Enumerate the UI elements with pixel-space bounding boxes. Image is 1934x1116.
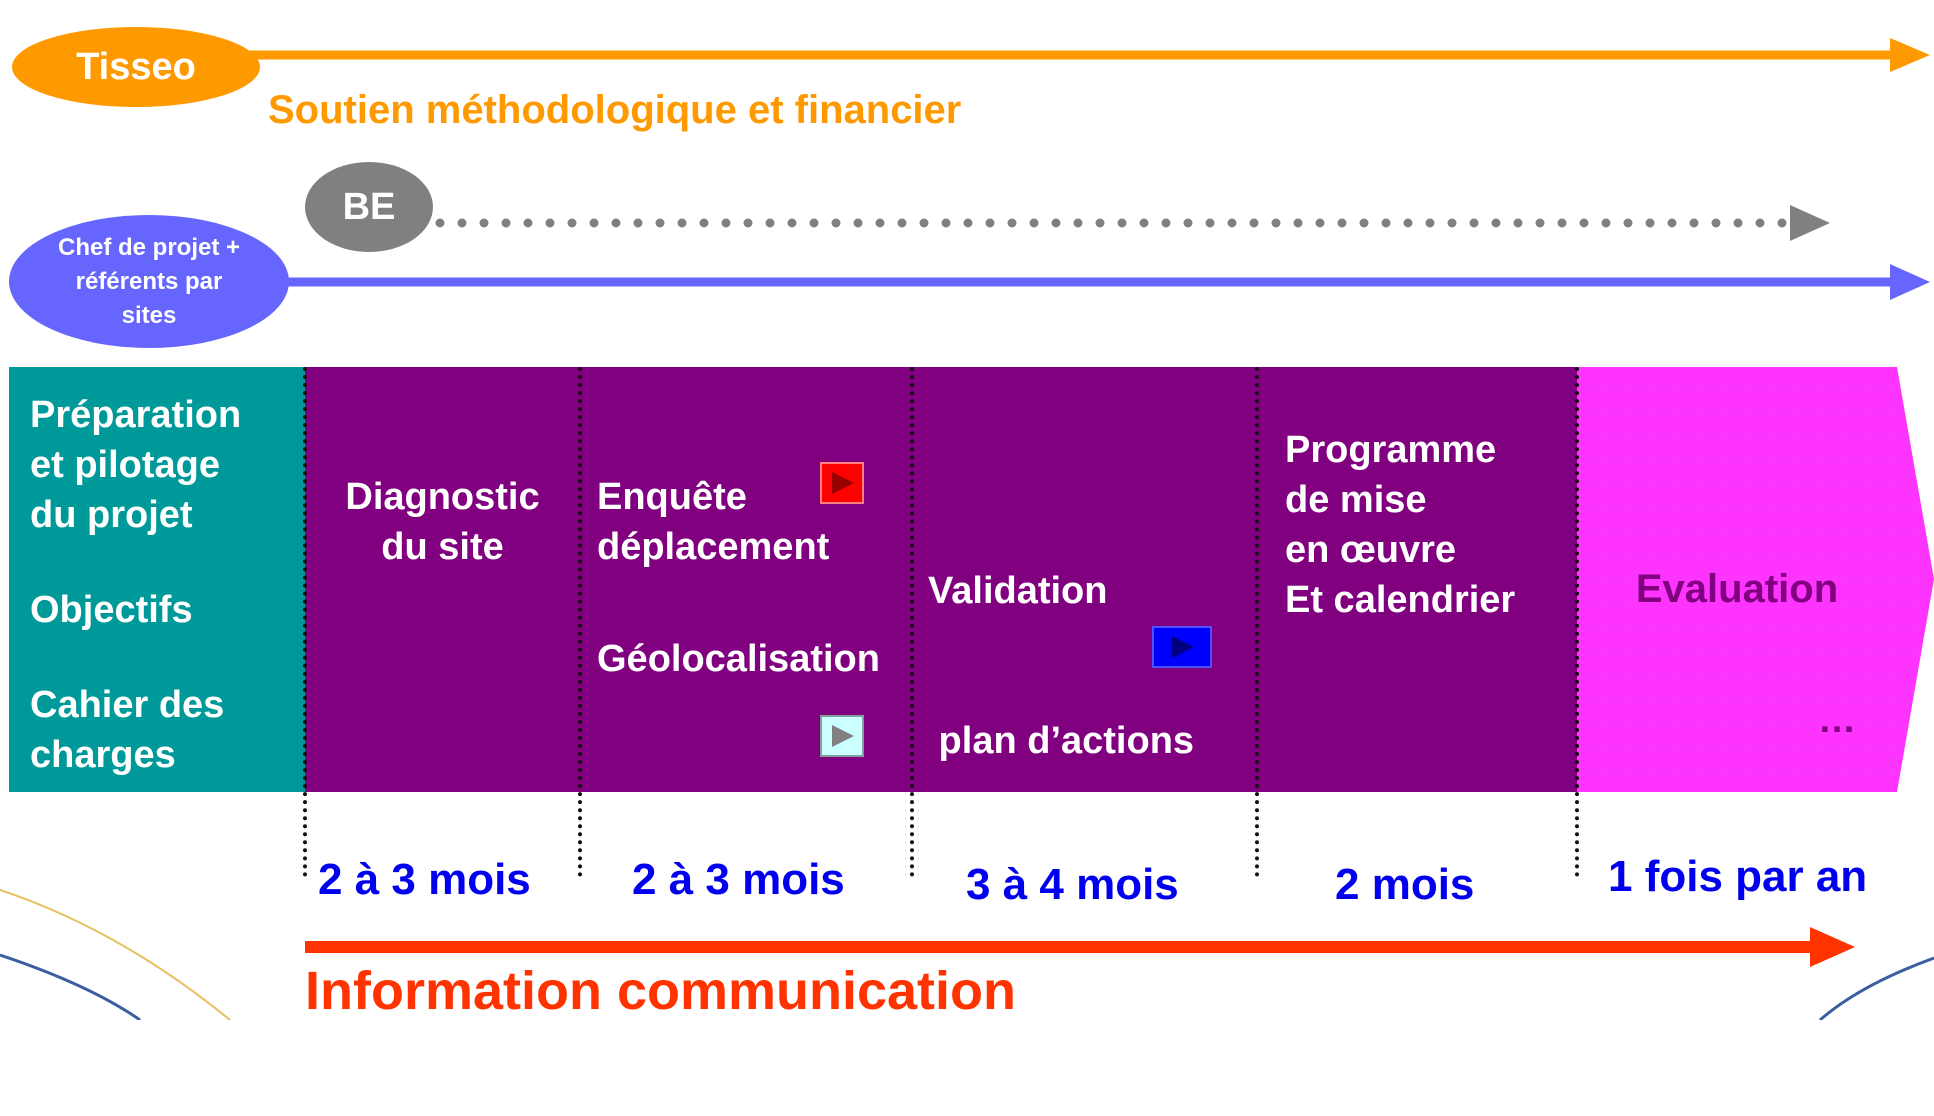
duration-4: 2 mois [1335,860,1475,909]
diagnostic-text: Diagnostic du site [305,472,580,572]
chef-arrow [250,264,1930,300]
duration-5: 1 fois par an [1608,852,1868,901]
background-curves [0,889,1934,1020]
preparation-block [9,367,305,792]
programme-line: en œuvre [1285,529,1457,571]
info-label: Information communication [305,961,1017,1021]
tisseo-label: Tisseo [76,45,196,88]
diagnostic-line: du site [381,526,504,568]
play-icon [832,472,854,494]
tisseo-arrow [230,38,1930,72]
enquete-text: Enquête déplacement [597,472,829,572]
duration-3: 3 à 4 mois [966,860,1179,909]
chef-label-line: sites [121,301,177,329]
chef-label-line: Chef de projet + [57,233,241,261]
phase-programme [1257,367,1577,792]
validation-text: Validation plan d’actions adapté et fina… [928,466,1194,1116]
play-button-gray[interactable] [820,715,864,757]
programme-line: de mise [1285,479,1427,521]
play-icon [1172,636,1194,658]
chef-ellipse: Chef de projet + référents par sites [9,215,289,348]
programme-line: Programme [1285,429,1497,471]
info-arrow [305,927,1855,967]
chef-label-line: référents par [75,267,223,295]
separator-1 [303,367,307,877]
tisseo-ellipse: Tisseo [12,27,260,107]
be-label: BE [342,185,396,228]
separator-5 [1575,367,1579,877]
separator-4 [1255,367,1259,877]
preparation-line: du projet [30,494,193,536]
preparation-line: Préparation [30,394,242,436]
enquete-line: Enquête [597,476,747,518]
play-button-red[interactable] [820,462,864,504]
plan-suivi-text: Plan de suivi (indicateurs) [1285,683,1524,1033]
validation-line: adapté et [928,870,1095,912]
evaluation-ellipsis: … [1818,699,1856,741]
validation-line: Validation [928,570,1108,612]
geolocalisation-text: Géolocalisation [597,638,880,680]
phase-validation [912,367,1257,792]
duration-2: 2 à 3 mois [632,855,845,904]
cahier-line: Cahier des [30,684,225,726]
play-icon [832,725,854,747]
cahier-text: Cahier des charges [30,680,224,780]
plan-suivi-line: Plan de suivi [1285,787,1518,829]
validation-line: financé [928,1020,1062,1062]
validation-line: plan d’actions [928,720,1195,762]
evaluation-text: Evaluation [1635,567,1839,611]
programme-text: Programme de mise en œuvre Et calendrier [1285,425,1515,625]
be-ellipse: BE [305,162,433,252]
diagnostic-line: Diagnostic [345,476,540,518]
phase-evaluation [1577,367,1934,792]
objectifs-text: Objectifs [30,589,193,631]
separator-3 [910,367,914,877]
separator-2 [578,367,582,877]
support-label: Soutien méthodologique et financier [268,88,962,132]
play-button-blue[interactable] [1152,626,1212,668]
preparation-line: et pilotage [30,444,221,486]
be-dotted-arrow [435,205,1830,241]
programme-line: Et calendrier [1285,579,1516,621]
duration-1: 2 à 3 mois [318,855,531,904]
cahier-line: charges [30,734,176,776]
phase-diagnostic [305,367,580,792]
enquete-line: déplacement [597,526,830,568]
preparation-text: Préparation et pilotage du projet [30,390,241,540]
